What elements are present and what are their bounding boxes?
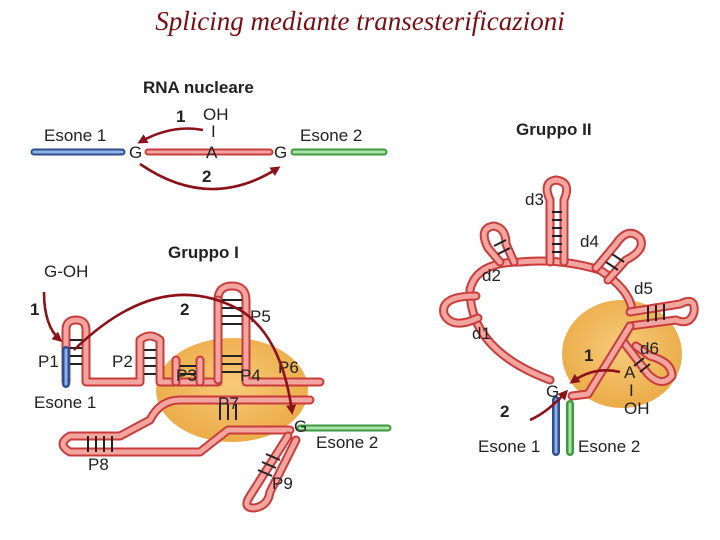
p7-label: P7 [218, 394, 239, 413]
step-2-label: 2 [202, 167, 211, 186]
p1-label: P1 [38, 352, 59, 371]
branch-a-label: A [206, 143, 218, 162]
d4-label: d4 [580, 232, 599, 251]
step-1-label: 1 [176, 107, 185, 126]
group-2-header: Gruppo II [516, 120, 592, 139]
p8-label: P8 [88, 455, 109, 474]
nuclear-rna-header: RNA nucleare [143, 78, 254, 97]
d2-label: d2 [482, 266, 501, 285]
oh-label: OH [203, 105, 229, 124]
group-1-step-1-arrow [42, 291, 63, 342]
d1-label: d1 [472, 324, 491, 343]
group-1-base-pairs [70, 299, 281, 477]
group-2-oh-label: OH [624, 399, 650, 418]
g-oh-label: G-OH [44, 262, 88, 281]
group-2-exon-2-label: Esone 2 [578, 437, 640, 456]
group-2-step-2-arrow [529, 389, 569, 422]
oh-bond: I [211, 122, 216, 141]
group-2-exon-1-label: Esone 1 [478, 437, 540, 456]
group-2-step-1-arrow [569, 369, 621, 384]
p2-label: P2 [112, 352, 133, 371]
group-1-exon-2-label: Esone 2 [316, 433, 378, 452]
group-1-step-2-label: 2 [180, 300, 189, 319]
exon-2-label: Esone 2 [300, 126, 362, 145]
p3-label: P3 [176, 366, 197, 385]
group-2-bond: I [629, 381, 634, 400]
group-2-a-label: A [624, 363, 636, 382]
nuclear-rna-panel: RNA nucleare Esone 1 Esone 2 G A G OH I … [30, 78, 388, 191]
group-1-header: Gruppo I [168, 243, 239, 262]
group-1-p9-hairpin [242, 431, 301, 513]
group-2-step-2-label: 2 [500, 402, 509, 421]
group-1-g-label: G [294, 417, 307, 436]
exon-1-label: Esone 1 [44, 126, 106, 145]
d6-label: d6 [640, 339, 659, 358]
group-2-g-label: G [546, 382, 559, 401]
p5-label: P5 [250, 307, 271, 326]
group-2-base-pairs [493, 211, 665, 373]
d3-label: d3 [525, 190, 544, 209]
g-left-label: G [129, 143, 142, 162]
group-1-step-1-label: 1 [30, 300, 39, 319]
group-1-step-2-arrow [73, 293, 297, 415]
g-right-label: G [274, 143, 287, 162]
step-1-arrow [137, 127, 204, 144]
slide-title: Splicing mediante transesterificazioni [155, 6, 565, 36]
group-1-exon-1-label: Esone 1 [34, 393, 96, 412]
p4-label: P4 [240, 366, 261, 385]
group-2-step-1-label: 1 [584, 346, 593, 365]
p9-label: P9 [272, 474, 293, 493]
group-1-panel: Gruppo I G-OH 1 [30, 243, 392, 513]
group-2-panel: Gruppo II [439, 120, 699, 456]
step-2-arrow [139, 162, 281, 191]
d5-label: d5 [634, 279, 653, 298]
group-1-catalytic-core [156, 338, 308, 442]
